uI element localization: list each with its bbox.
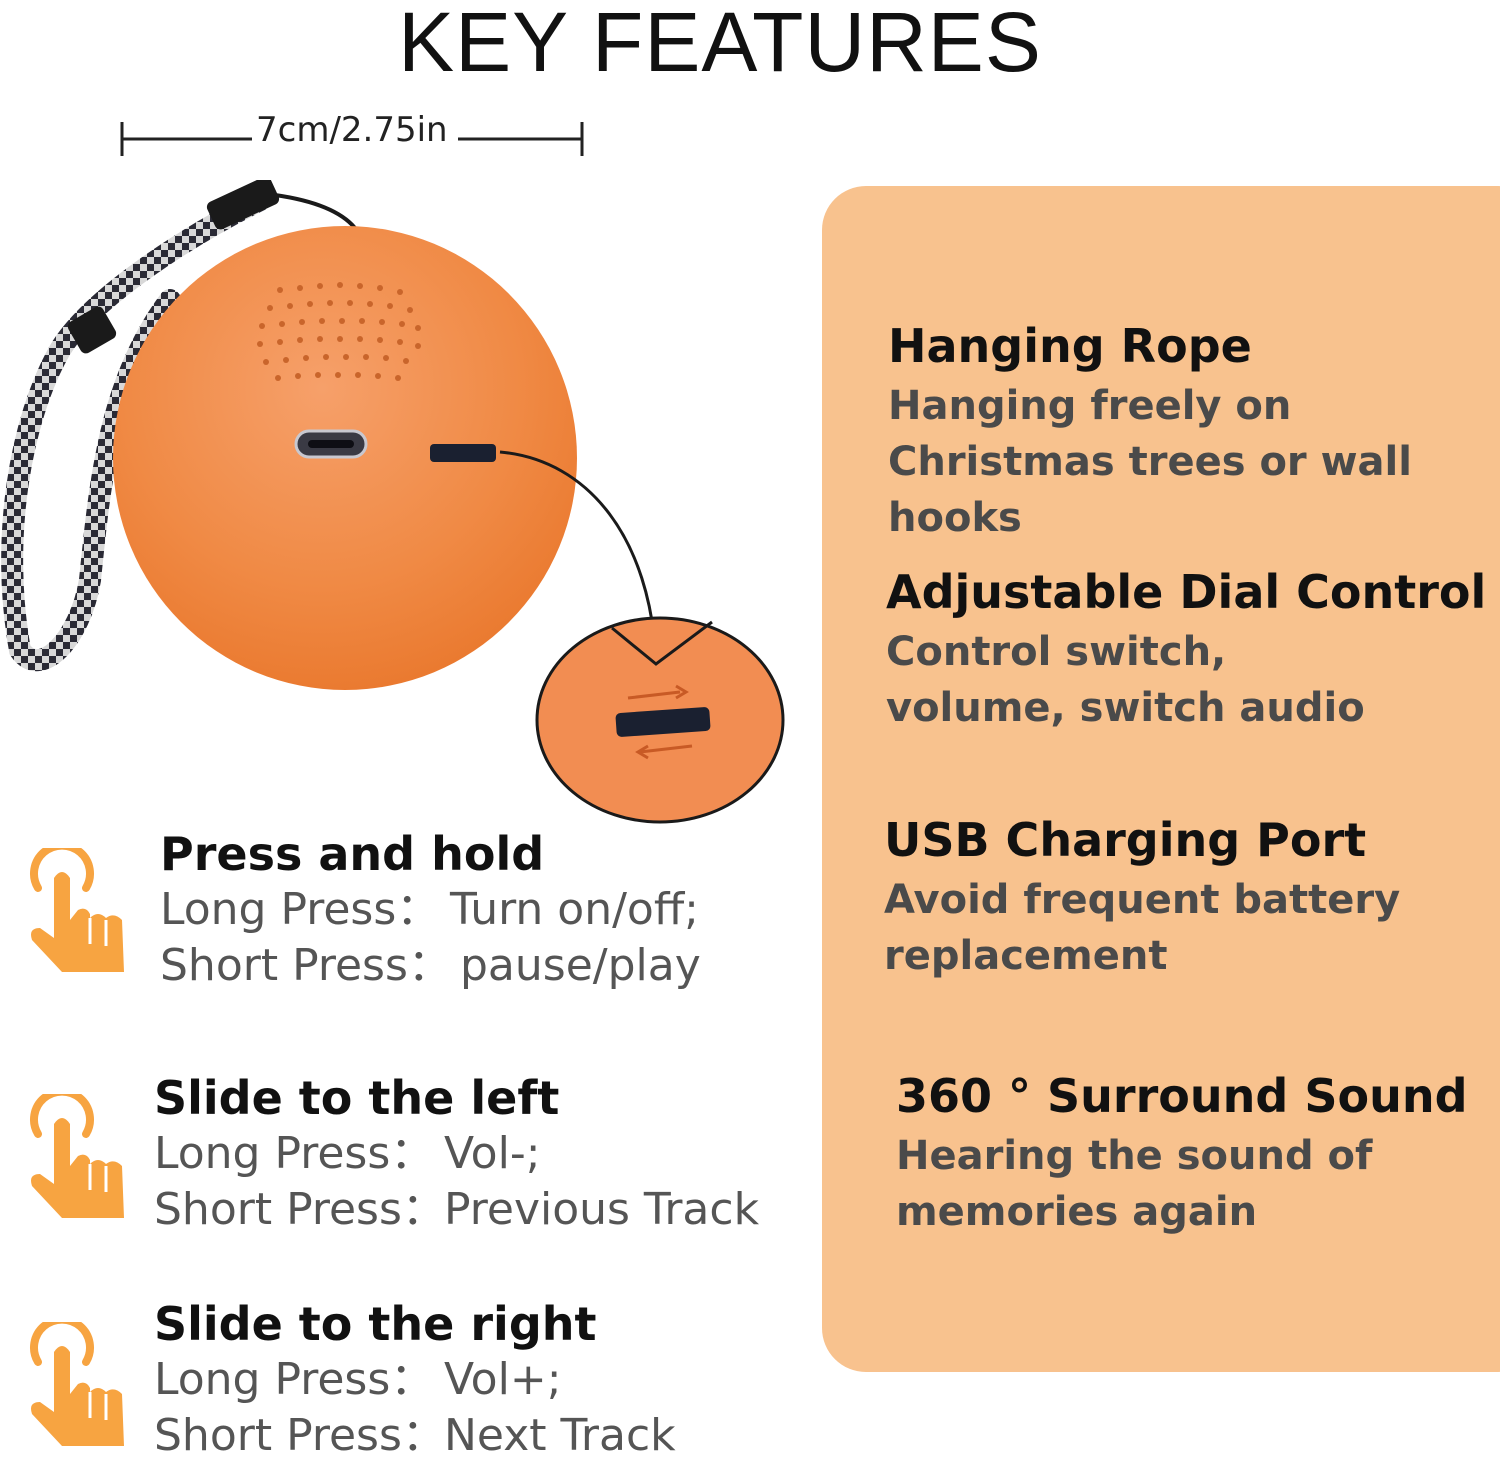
short-press-row: Short Press：Next Track — [154, 1410, 676, 1461]
dimension-marker — [120, 122, 584, 156]
feature-description: Hanging freely on Christmas trees or wal… — [888, 383, 1412, 541]
long-press-row: Long Press：Turn on/off; — [160, 884, 699, 935]
control-slide-right: Slide to the right Long Press：Vol+; Shor… — [154, 1296, 676, 1464]
feature-heading: Hanging Rope — [888, 319, 1252, 373]
feature-heading: Adjustable Dial Control — [886, 565, 1487, 619]
speaker-grille — [257, 282, 421, 381]
control-slide-left: Slide to the left Long Press：Vol-; Short… — [154, 1070, 759, 1238]
tap-hand-icon — [30, 848, 124, 972]
feature-heading: USB Charging Port — [884, 813, 1367, 867]
control-press-hold: Press and hold Long Press：Turn on/off; S… — [160, 826, 701, 994]
short-press-row: Short Press：Previous Track — [154, 1184, 760, 1235]
feature-description: Control switch, volume, switch audio — [886, 629, 1365, 731]
feature-description: Hearing the sound of memories again — [896, 1133, 1373, 1235]
long-press-row: Long Press：Vol-; — [154, 1128, 541, 1179]
control-heading: Slide to the right — [154, 1297, 597, 1351]
long-press-row: Long Press：Vol+; — [154, 1354, 562, 1405]
dial-slot — [430, 444, 496, 462]
feature-description: Avoid frequent battery replacement — [884, 877, 1401, 979]
short-press-row: Short Press：pause/play — [160, 940, 701, 991]
control-heading: Slide to the left — [154, 1071, 560, 1125]
control-heading: Press and hold — [160, 827, 545, 881]
feature-hanging-rope: Hanging Rope Hanging freely on Christmas… — [888, 318, 1488, 546]
dimension-label: 7cm/2.75in — [256, 110, 448, 150]
feature-usb-charging: USB Charging Port Avoid frequent battery… — [884, 812, 1404, 984]
features-panel — [822, 186, 1500, 1372]
tap-hand-icon — [30, 1094, 124, 1218]
tap-hand-icon — [30, 1322, 124, 1446]
feature-heading: 360 ° Surround Sound — [896, 1069, 1468, 1123]
page-title: KEY FEATURES — [398, 0, 1042, 89]
feature-dial-control: Adjustable Dial Control Control switch, … — [886, 564, 1486, 736]
hanging-rope — [1, 189, 271, 672]
feature-surround-sound: 360 ° Surround Sound Hearing the sound o… — [896, 1068, 1468, 1240]
speaker-illustration — [1, 180, 785, 824]
